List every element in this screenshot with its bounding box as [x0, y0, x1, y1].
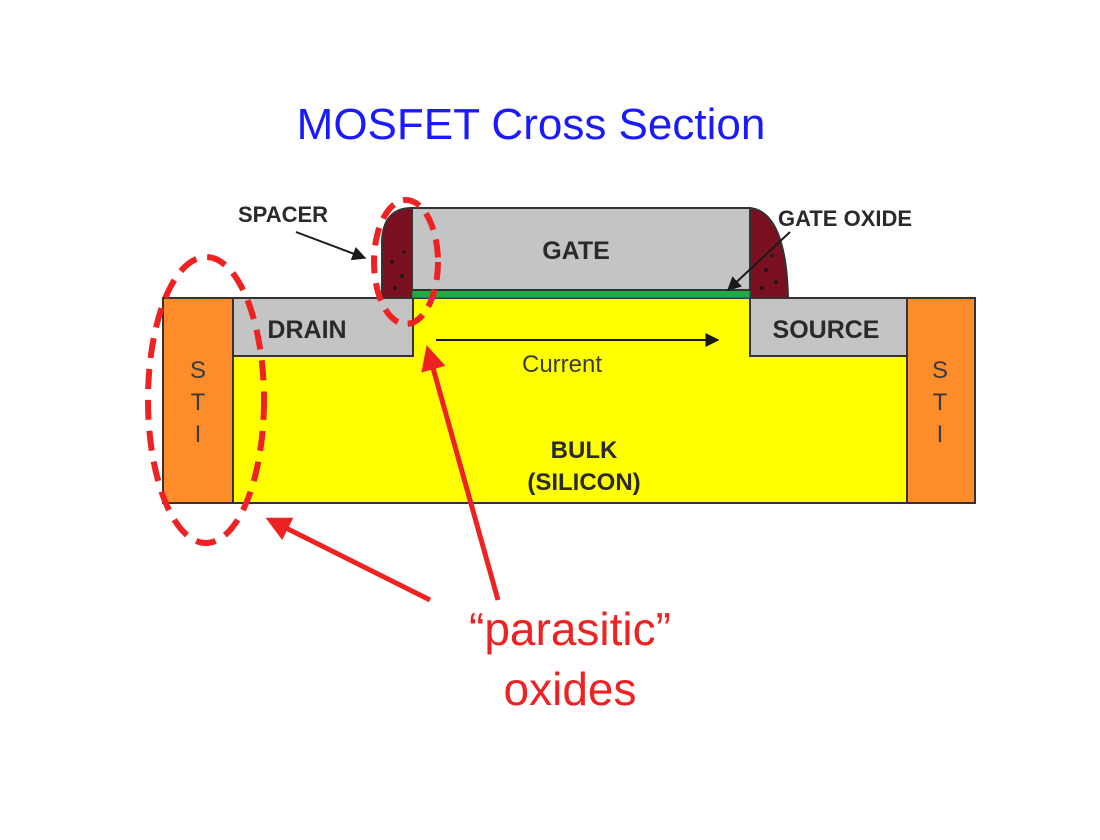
sti-left-letter-s: S: [190, 357, 206, 384]
sti-right-letter-s: S: [932, 357, 948, 384]
drain-label: DRAIN: [267, 316, 346, 344]
sti-left-letter-t: T: [191, 389, 206, 416]
source-label: SOURCE: [773, 316, 880, 344]
annotation-line2: oxides: [503, 662, 637, 715]
spacer-left: [381, 206, 413, 299]
source-region: [749, 297, 908, 357]
bulk-label-line1: BULK: [551, 437, 618, 464]
sti-right-region: [906, 297, 976, 504]
annotation-arrow-to-sti: [265, 517, 432, 603]
sti-right-letter-i: I: [937, 421, 944, 448]
parasitic-oxides-annotation: “parasitic” oxides: [380, 600, 760, 720]
gate-label: GATE: [542, 237, 610, 265]
spacer-label: SPACER: [238, 202, 328, 227]
annotation-line1: “parasitic”: [469, 603, 671, 655]
gate-region: [411, 207, 751, 291]
gate-oxide-label: GATE OXIDE: [778, 206, 912, 231]
current-label: Current: [522, 351, 602, 378]
drain-region: [232, 297, 414, 357]
sti-right-letter-t: T: [933, 389, 948, 416]
parasitic-oxide-highlight-sti: [145, 254, 267, 546]
spacer-texture: [390, 250, 778, 290]
parasitic-oxide-highlight-spacer: [371, 197, 441, 327]
page-title: MOSFET Cross Section: [296, 100, 766, 149]
spacer-pointer-arrow: [295, 231, 367, 261]
annotation-arrow-to-spacer: [421, 345, 501, 601]
bulk-label-line2: (SILICON): [527, 469, 640, 496]
gate-oxide-layer: [411, 289, 751, 299]
gate-oxide-pointer-arrow: [726, 231, 791, 291]
sti-left-letter-i: I: [195, 421, 202, 448]
sti-left-region: [162, 297, 234, 504]
